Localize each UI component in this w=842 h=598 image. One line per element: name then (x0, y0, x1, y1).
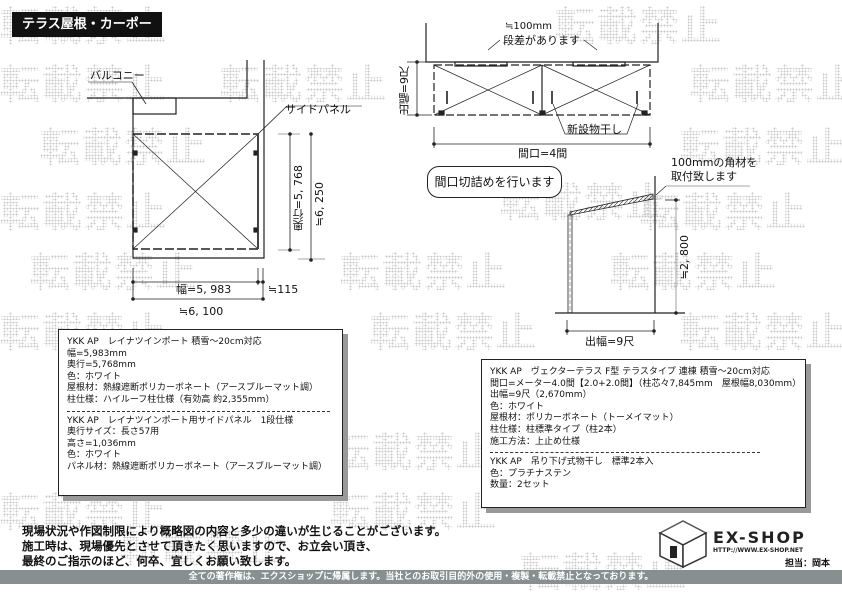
spec-line: 色：ホワイト (67, 371, 122, 382)
spec-line: 色：ホワイト (67, 450, 122, 461)
brand-logo: EX-SHOP (713, 528, 806, 547)
frontage-dimension: 間口=4間 (518, 147, 568, 160)
spec-line: 屋根材：熱線遮断ポリカーボネート（アースブルーマット調） (67, 383, 319, 394)
spec-line: 幅=5,983mm (67, 348, 127, 359)
spec-line: 色：プラチナステン (490, 468, 572, 479)
balcony-label: バルコニー (90, 69, 145, 82)
depth-dimension: 奥行=5, 768 (292, 165, 305, 232)
watermark: 転載禁止 (680, 300, 842, 358)
watermark: 転載禁止 (0, 52, 168, 110)
brand-url: HTTP://WWW.EX-SHOP.NET (713, 547, 804, 554)
notice-line: 現場状況や作図制限により概略図の内容と多少の違いが生じることがございます。 (22, 524, 447, 538)
step-height-label: ≒100mm (505, 21, 552, 32)
watermark: 転載禁止 (0, 180, 168, 238)
spec-line: 奥行=5,768mm (67, 360, 136, 371)
angle-note-line1: 100mmの角材を (671, 156, 758, 169)
spec-line: 出幅=9尺（2,670mm） (490, 390, 592, 401)
disclaimer-notice: 現場状況や作図制限により概略図の内容と多少の違いが生じることがございます。 施工… (22, 524, 446, 569)
overall-width-dimension: ≒6, 100 (179, 305, 224, 318)
watermark: 転載禁止 (680, 115, 842, 173)
watermark: 転載禁止 (220, 52, 388, 110)
terrace-depth-dimension: 出幅=9尺 (398, 66, 411, 116)
watermark: 転載禁止 (370, 300, 538, 358)
watermark: 転載禁止 (610, 240, 778, 298)
notice-line: 最終のご指示のほど、何卒、宜しくお願い致します。 (22, 554, 297, 568)
spec-line: YKK AP ヴェクターテラス F型 テラスタイプ 連棟 積雪～20cm対応 (490, 367, 770, 377)
watermark: 転載禁止 (340, 240, 508, 298)
watermark: 転載禁止 (0, 480, 168, 538)
watermark: 転載禁止 (555, 0, 723, 52)
page-title: テラス屋根・カーポート (12, 12, 162, 57)
spec-line: YKK AP レイナツインポート用サイドパネル 1段仕様 (67, 415, 294, 426)
spec-line: 屋根材：ポリカーボネート（トーメイマット） (490, 413, 679, 424)
section-depth-dimension: 出幅=9尺 (585, 335, 635, 348)
divider (67, 410, 330, 412)
spec-line: パネル材：熱線遮断ポリカーボネート（アースブルーマット調） (67, 461, 328, 472)
copyright-footer: 全ての著作権は、エクスショップに帰属します。当社とのお取引目的外の使用・複製・転… (0, 570, 842, 584)
terrace-spec-box: YKK AP ヴェクターテラス F型 テラスタイプ 連棟 積雪～20cm対応 間… (481, 359, 806, 508)
notice-line: 施工時は、現場優先とさせて頂きたく思いますので、お立会い頂き、 (22, 539, 378, 553)
width-dimension: 幅=5, 983 (176, 283, 232, 296)
watermark: 転載禁止 (40, 115, 208, 173)
watermark: 転載禁止 (640, 180, 808, 238)
spec-line: 高さ=1,036mm (67, 438, 136, 449)
spec-line: YKK AP 吊り下げ式物干し 標準2本入 (490, 457, 654, 468)
divider (490, 452, 760, 454)
height-dimension: ≒2, 800 (678, 235, 691, 280)
watermark: 転載禁止 (690, 52, 842, 110)
spec-line: 間口=メーター4.0間【2.0+2.0間】（柱芯々7,845mm 屋根幅8,03… (490, 378, 802, 389)
watermark: 転載禁止 (120, 515, 288, 573)
spec-line: 数量：2セット (490, 480, 550, 491)
spec-line: 柱仕様：柱標準タイプ（柱2本） (490, 424, 622, 435)
spec-line: YKK AP レイナツインポート 積雪～20cm対応 (67, 337, 262, 347)
side-panel-label: サイドパネル (285, 103, 351, 116)
angle-note-line2: 取付致します (671, 170, 737, 183)
overall-depth-dimension: ≒6, 250 (313, 182, 326, 227)
logo-box-icon (658, 520, 708, 569)
contact-person: 担当：岡本 (785, 559, 831, 569)
spec-line: 柱仕様：ハイルーフ柱仕様（有効高 約2,355mm） (67, 394, 275, 405)
spec-line: 奥行サイズ：長さ57用 (67, 427, 160, 438)
watermark: 転載禁止 (330, 480, 498, 538)
laundry-pole-label: 新設物干し (567, 123, 622, 136)
offset-dimension: ≒115 (268, 283, 299, 296)
trim-note-callout: 間口切詰めを行います (427, 166, 562, 198)
watermark: 転載禁止 (330, 420, 498, 478)
carport-spec-box: YKK AP レイナツインポート 積雪～20cm対応 幅=5,983mm 奥行=… (58, 329, 343, 496)
spec-line: 施工方法：上止め仕様 (490, 436, 581, 447)
step-note: 段差があります (503, 34, 580, 47)
spec-line: 色：ホワイト (490, 401, 545, 412)
